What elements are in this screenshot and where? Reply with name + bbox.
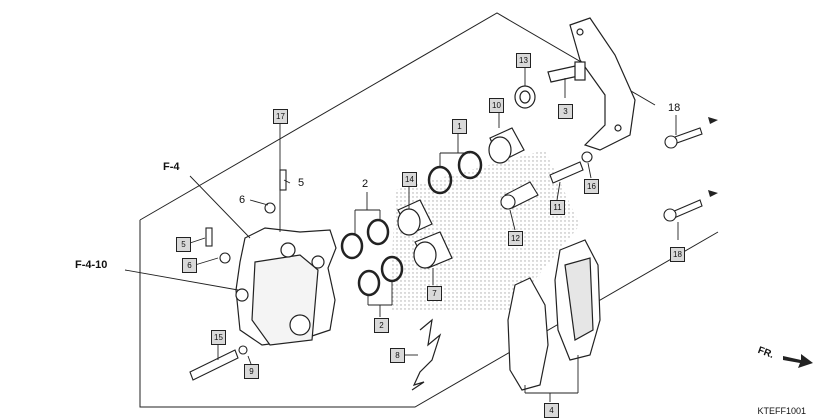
callout-1: 1 xyxy=(452,119,467,134)
callout-5-left: 5 xyxy=(176,237,191,252)
callout-2-top: 2 xyxy=(362,178,369,190)
bolts-18 xyxy=(663,127,703,222)
bleeder-valves xyxy=(205,169,287,264)
callout-16: 16 xyxy=(584,179,599,194)
reference-f4-10: F-4-10 xyxy=(75,259,108,271)
boot-13 xyxy=(514,85,536,109)
callout-11: 11 xyxy=(550,200,565,215)
callout-4: 4 xyxy=(544,403,559,418)
brake-pads xyxy=(507,239,601,391)
diagram-code: KTEFF1001 xyxy=(757,406,806,416)
callout-8: 8 xyxy=(390,348,405,363)
front-direction-arrow xyxy=(783,354,813,368)
pad-spring-8 xyxy=(411,318,442,391)
callout-2-bottom: 2 xyxy=(374,318,389,333)
pistons xyxy=(397,127,525,269)
leader-arrow-18b xyxy=(708,190,718,197)
callout-10: 10 xyxy=(489,98,504,113)
callout-18-top: 18 xyxy=(668,102,681,114)
callout-6-left: 6 xyxy=(182,258,197,273)
callout-18-bottom: 18 xyxy=(670,247,685,262)
callout-5-top: 5 xyxy=(298,177,305,189)
callout-17: 17 xyxy=(273,109,288,124)
caliper-body xyxy=(235,227,337,346)
leader-arrow-18a xyxy=(708,117,718,124)
callout-12: 12 xyxy=(508,231,523,246)
callout-14: 14 xyxy=(402,172,417,187)
callout-6-top: 6 xyxy=(239,194,246,206)
pad-pin-15 xyxy=(189,345,248,381)
callout-9: 9 xyxy=(244,364,259,379)
callout-7: 7 xyxy=(427,286,442,301)
reference-f4: F-4 xyxy=(163,161,180,173)
callout-13: 13 xyxy=(516,53,531,68)
callout-3: 3 xyxy=(558,104,573,119)
pin-12-bolt-11 xyxy=(500,151,593,210)
caliper-bracket xyxy=(547,17,636,151)
leader-lines xyxy=(124,68,679,402)
callout-15: 15 xyxy=(211,330,226,345)
